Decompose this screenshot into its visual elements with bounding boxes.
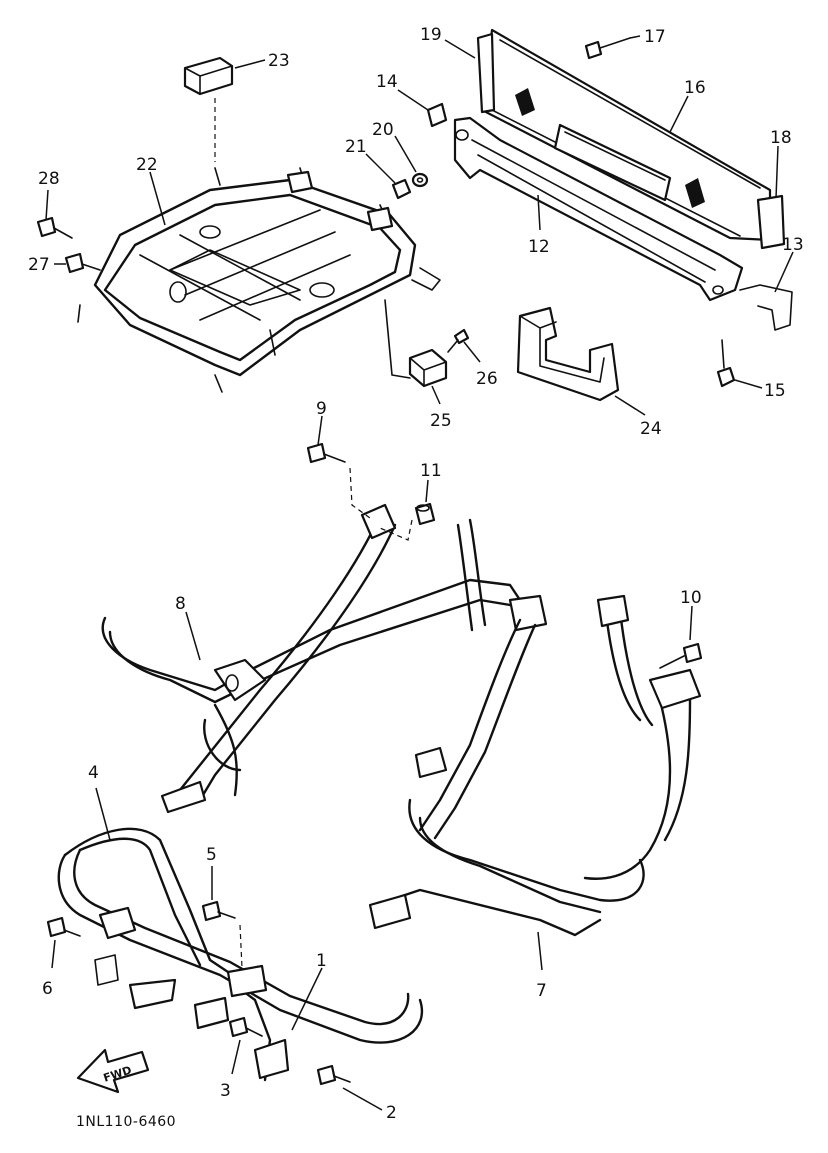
- callout-14: 14: [376, 72, 398, 92]
- figure-code: 1NL110-6460: [76, 1114, 176, 1130]
- bushing-11: [379, 502, 436, 541]
- forward-arrow-icon: FWD: [76, 1048, 150, 1094]
- washer-20: [411, 172, 429, 188]
- hook-13: [739, 284, 793, 331]
- callout-2: 2: [386, 1103, 397, 1123]
- callout-23: 23: [268, 51, 290, 71]
- clip-14: [426, 102, 448, 128]
- bolt-6: [46, 916, 81, 938]
- bracket-12: [453, 116, 744, 302]
- callout-7: 7: [536, 981, 547, 1001]
- cover-16: [480, 28, 772, 242]
- callout-17: 17: [644, 27, 666, 47]
- bolt-15: [716, 339, 736, 388]
- callout-15: 15: [764, 381, 786, 401]
- damper-25: [384, 299, 448, 388]
- bolt-2: [316, 1064, 351, 1086]
- callout-3: 3: [220, 1081, 231, 1101]
- bolt-27: [64, 252, 101, 274]
- callout-13: 13: [782, 235, 804, 255]
- callout-21: 21: [345, 137, 367, 157]
- callout-27: 27: [28, 255, 50, 275]
- callout-19: 19: [420, 25, 442, 45]
- screw-17: [584, 37, 631, 60]
- callout-22: 22: [136, 155, 158, 175]
- bolt-28: [36, 216, 73, 239]
- bolt-10: [659, 642, 703, 669]
- callout-24: 24: [640, 419, 662, 439]
- end-cap-19: [476, 32, 496, 114]
- callout-9: 9: [316, 399, 327, 419]
- frame-8: [101, 503, 548, 814]
- callout-28: 28: [38, 169, 60, 189]
- rubber-bracket-24: [516, 306, 620, 402]
- callout-12: 12: [528, 237, 550, 257]
- callout-4: 4: [88, 763, 99, 783]
- callout-6: 6: [42, 979, 53, 999]
- callout-8: 8: [175, 594, 186, 614]
- frame-7: [368, 594, 702, 937]
- seat-frame-22: [77, 167, 441, 393]
- callout-20: 20: [372, 120, 394, 140]
- rubber-block-23: [183, 56, 234, 162]
- end-cap-18: [756, 194, 786, 250]
- callout-16: 16: [684, 78, 706, 98]
- screw-26: [447, 328, 470, 353]
- callout-18: 18: [770, 128, 792, 148]
- bolt-3: [228, 1016, 263, 1038]
- callout-10: 10: [680, 588, 702, 608]
- callout-5: 5: [206, 845, 217, 865]
- nut-21: [391, 178, 412, 200]
- callout-11: 11: [420, 461, 442, 481]
- callout-26: 26: [476, 369, 498, 389]
- bolt-9: [306, 442, 371, 519]
- guard-4: [57, 827, 423, 1082]
- callout-1: 1: [316, 951, 327, 971]
- bolt-5: [201, 900, 243, 969]
- callout-25: 25: [430, 411, 452, 431]
- callout-layer: 1 2 3 4 5 6 7 8 9 10 11 12 13: [28, 25, 804, 1123]
